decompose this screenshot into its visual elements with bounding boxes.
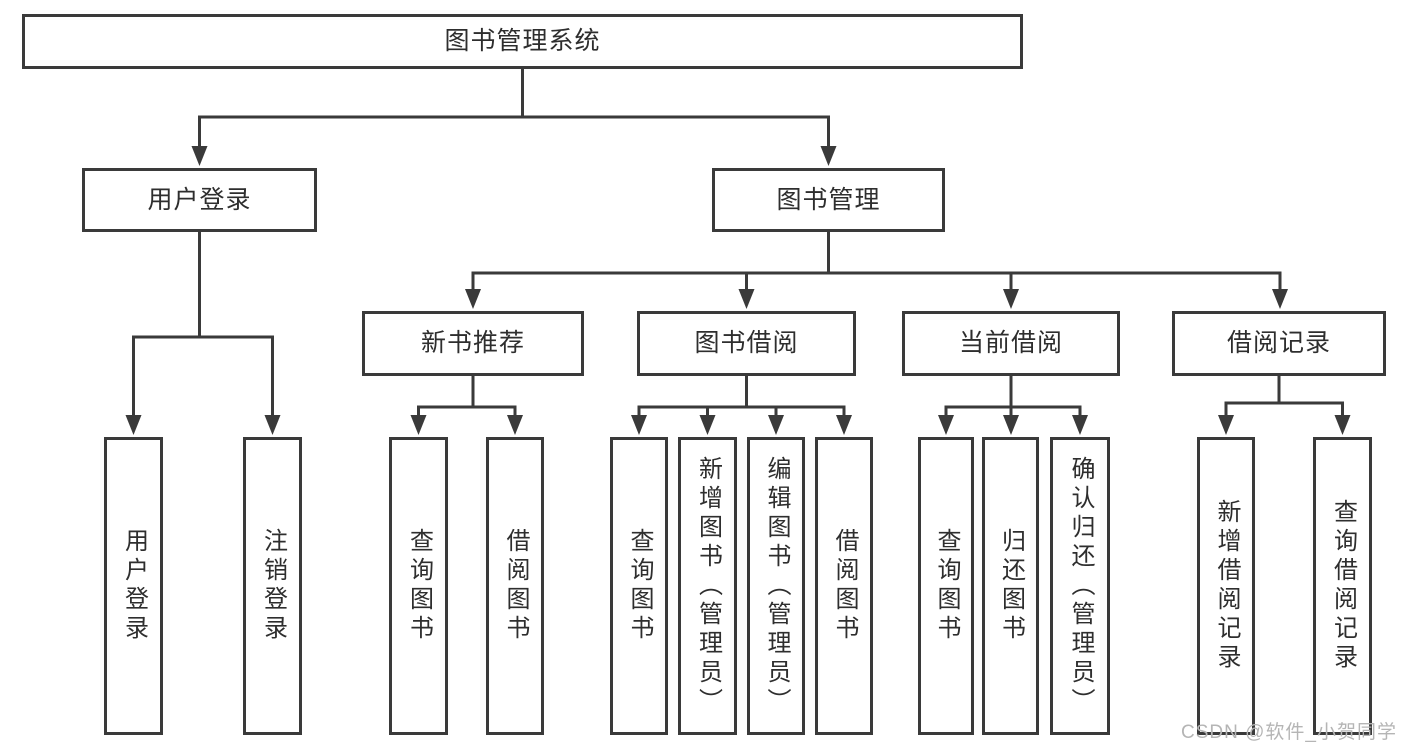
node-label: 借阅图书: [502, 528, 529, 644]
connector-arrowhead: [1003, 415, 1019, 435]
node-label: 查询图书: [405, 528, 433, 644]
connector-arrowhead: [1218, 415, 1234, 435]
node-borrow-records: 借阅记录: [1172, 311, 1386, 376]
node-label: 确认归还（管理员）: [1067, 455, 1094, 717]
connector-arrowhead: [191, 146, 208, 166]
connector-arrowhead: [836, 415, 852, 435]
node-book-borrowing: 图书借阅: [637, 311, 856, 376]
connector-arrowhead: [125, 415, 142, 435]
node-leaf-search-books-current: 查询图书: [918, 437, 974, 735]
connector-arrowhead: [1272, 289, 1288, 309]
node-leaf-confirm-return-admin: 确认归还（管理员）: [1050, 437, 1110, 735]
node-label: 注销登录: [259, 528, 287, 644]
node-label: 查询图书: [626, 528, 653, 644]
node-label: 新增借阅记录: [1213, 499, 1240, 673]
node-label: 当前借阅: [958, 329, 1063, 357]
node-label: 查询图书: [933, 528, 960, 644]
node-label: 图书借阅: [694, 329, 799, 357]
node-leaf-borrow-books-borrowing: 借阅图书: [815, 437, 873, 735]
node-root: 图书管理系统: [22, 14, 1023, 69]
connector-arrowhead: [738, 289, 755, 309]
connector-arrowhead: [1072, 415, 1088, 435]
node-label: 编辑图书（管理员）: [763, 455, 790, 717]
connector-arrowhead: [938, 415, 954, 435]
node-leaf-search-borrow-record: 查询借阅记录: [1313, 437, 1372, 735]
node-book-management: 图书管理: [712, 168, 945, 232]
node-label: 新书推荐: [420, 329, 525, 357]
connector-arrowhead: [631, 415, 647, 435]
node-leaf-search-books-recommend: 查询图书: [389, 437, 448, 735]
node-label: 图书管理系统: [444, 27, 601, 55]
node-leaf-search-books-borrowing: 查询图书: [610, 437, 668, 735]
node-label: 新增图书（管理员）: [694, 455, 722, 717]
connector-arrowhead: [465, 289, 481, 309]
connector-arrowhead: [768, 415, 784, 435]
connector-arrowhead: [1003, 289, 1019, 309]
connector-arrowhead: [1334, 415, 1351, 435]
csdn-watermark: CSDN @软件_小贺同学: [1181, 722, 1397, 743]
node-leaf-user-login: 用户登录: [104, 437, 163, 735]
node-leaf-add-borrow-record: 新增借阅记录: [1197, 437, 1255, 735]
node-label: 借阅记录: [1226, 329, 1331, 357]
node-label: 借阅图书: [831, 528, 858, 644]
node-leaf-logout: 注销登录: [243, 437, 302, 735]
node-label: 归还图书: [997, 528, 1025, 644]
connector-arrowhead: [410, 415, 427, 435]
connector-arrowhead: [507, 415, 523, 435]
connector-arrowhead: [699, 415, 716, 435]
node-label: 查询借阅记录: [1329, 499, 1357, 673]
node-new-book-recommend: 新书推荐: [362, 311, 584, 376]
node-label: 用户登录: [120, 528, 148, 644]
node-leaf-return-books: 归还图书: [982, 437, 1039, 735]
node-user-login-group: 用户登录: [82, 168, 317, 232]
node-leaf-edit-books-admin: 编辑图书（管理员）: [747, 437, 805, 735]
connector-arrowhead: [820, 146, 837, 166]
node-label: 用户登录: [147, 185, 252, 214]
connector-arrowhead: [264, 415, 281, 435]
node-leaf-borrow-books-recommend: 借阅图书: [486, 437, 544, 735]
node-label: 图书管理: [776, 185, 881, 214]
node-current-borrowing: 当前借阅: [902, 311, 1120, 376]
node-leaf-add-books-admin: 新增图书（管理员）: [678, 437, 737, 735]
